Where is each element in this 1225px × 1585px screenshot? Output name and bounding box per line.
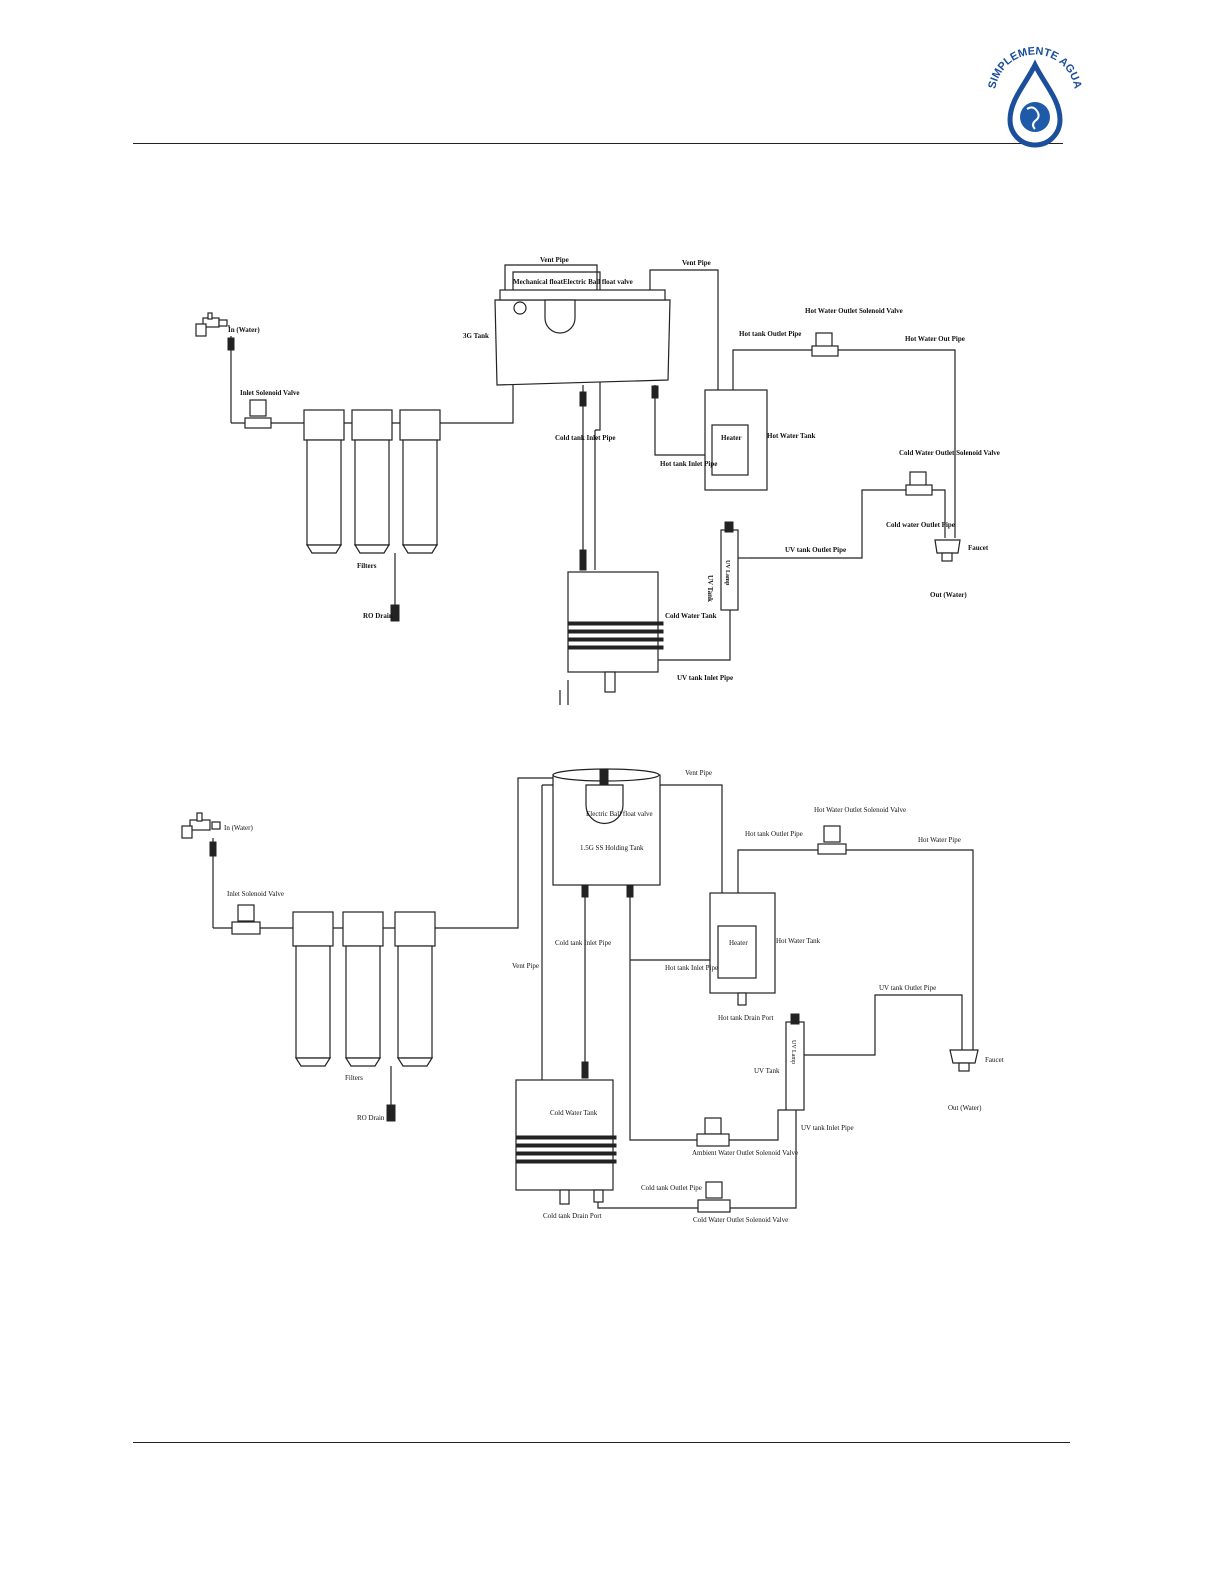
filter-cartridge-3 [394,911,436,1067]
label-faucet-top: Faucet [968,544,989,552]
label-hot-water-pipe: Hot Water Pipe [918,836,961,844]
label-cold-water-tank-top: Cold Water Tank [665,612,717,620]
filter-cartridge-1 [292,911,334,1067]
label-hot-tank-inlet-pipe-top: Hot tank Inlet Pipe [660,460,717,468]
filter-cartridge-1 [303,409,345,554]
label-cold-tank-inlet-pipe-top: Cold tank Inlet Pipe [555,434,615,442]
label-hot-water-tank-bottom: Hot Water Tank [776,937,821,945]
label-filters-bottom: Filters [345,1074,363,1082]
ambient-water-outlet-solenoid-valve [696,1117,730,1147]
label-heater-top: Heater [721,434,742,442]
faucet-icon [934,539,961,562]
label-cold-water-tank-bottom: Cold Water Tank [550,1109,598,1117]
inlet-solenoid-valve [231,904,261,935]
label-mechanical-float: Mechanical float [513,278,564,286]
label-cold-water-outlet-pipe-top: Cold water Outlet Pipe [886,521,955,529]
cold-water-tank [567,571,664,693]
inlet-solenoid-valve [244,399,272,429]
label-hot-water-outlet-solenoid-valve-bottom: Hot Water Outlet Solenoid Valve [814,806,906,814]
label-hot-tank-inlet-pipe-bottom: Hot tank Inlet Pipe [665,964,718,972]
header-rule [133,143,1063,144]
label-filters-top: Filters [357,562,377,570]
label-hot-water-out-pipe: Hot Water Out Pipe [905,335,965,343]
inlet-tap-icon [195,312,228,337]
label-in-water-top: In (Water) [228,326,260,334]
label-hot-tank-outlet-pipe-top: Hot tank Outlet Pipe [739,330,801,338]
label-cold-tank-drain-port: Cold tank Drain Port [543,1212,602,1220]
label-vent-pipe-1: Vent Pipe [540,256,569,264]
label-uv-tank-outlet-pipe-bottom: UV tank Outlet Pipe [879,984,936,992]
label-ambient-water-outlet-solenoid-valve: Ambient Water Outlet Solenoid Valve [692,1149,798,1157]
filter-cartridge-3 [399,409,441,554]
label-cold-water-outlet-solenoid-valve-top: Cold Water Outlet Solenoid Valve [899,449,1000,457]
inlet-tap-icon [181,812,221,839]
hot-water-outlet-solenoid-valve [811,332,839,357]
label-ro-drain-top: RO Drain [363,612,393,620]
label-uv-tank-inlet-pipe-bottom: UV tank Inlet Pipe [801,1124,854,1132]
label-hot-tank-outlet-pipe-bottom: Hot tank Outlet Pipe [745,830,803,838]
label-ro-drain-bottom: RO Drain [357,1114,385,1122]
label-electric-ball-float-valve: Electric Ball float valve [563,278,633,286]
holding-tank [552,768,661,886]
label-electric-ball-float-valve: Electric Ball float valve [586,810,653,818]
label-in-water-bottom: In (Water) [224,824,253,832]
label-vent-pipe-side: Vent Pipe [512,962,539,970]
label-hot-tank-drain-port: Hot tank Drain Port [718,1014,773,1022]
footer-rule [133,1442,1070,1443]
label-hot-water-tank-top: Hot Water Tank [767,432,815,440]
label-uv-tank-outlet-pipe-top: UV tank Outlet Pipe [785,546,846,554]
label-out-water-bottom: Out (Water) [948,1104,982,1112]
company-logo: SIMPLEMENTE AGUA [986,45,1084,148]
filter-cartridge-2 [342,911,384,1067]
cold-water-outlet-solenoid-valve [697,1181,731,1213]
hot-water-tank [709,892,776,1006]
hot-water-outlet-solenoid-valve [817,825,847,855]
label-uv-tank-bottom: UV Tank [754,1067,780,1075]
filter-cartridge-2 [351,409,393,554]
label-holding-tank: 1.5G SS Holding Tank [580,844,644,852]
tank-3g [494,289,671,386]
cold-water-tank [515,1079,617,1205]
label-uv-tank-inlet-pipe-top: UV tank Inlet Pipe [677,674,733,682]
label-inlet-solenoid-valve-bottom: Inlet Solenoid Valve [227,890,284,898]
label-vent-pipe-2: Vent Pipe [682,259,711,267]
label-heater-bottom: Heater [729,939,748,947]
faucet-icon [949,1049,979,1072]
label-uv-lamp-top: UV Lamp [724,560,730,586]
label-cold-tank-outlet-pipe: Cold tank Outlet Pipe [641,1184,702,1192]
label-cold-water-outlet-solenoid-valve-bottom: Cold Water Outlet Solenoid Valve [693,1216,788,1224]
label-faucet-bottom: Faucet [985,1056,1004,1064]
label-3g-tank: 3G Tank [463,332,489,340]
hot-water-tank [704,389,768,491]
label-uv-lamp-bottom: UV Lamp [790,1040,796,1064]
label-vent-pipe-top: Vent Pipe [685,769,712,777]
label-inlet-solenoid-valve-top: Inlet Solenoid Valve [240,389,300,397]
label-hot-water-outlet-solenoid-valve-top: Hot Water Outlet Solenoid Valve [805,307,903,315]
label-out-water-top: Out (Water) [930,591,967,599]
label-uv-tank-top: UV Tank [706,575,714,602]
label-cold-tank-inlet-pipe-bottom: Cold tank Inlet Pipe [555,939,611,947]
uv-tank [785,1013,805,1111]
